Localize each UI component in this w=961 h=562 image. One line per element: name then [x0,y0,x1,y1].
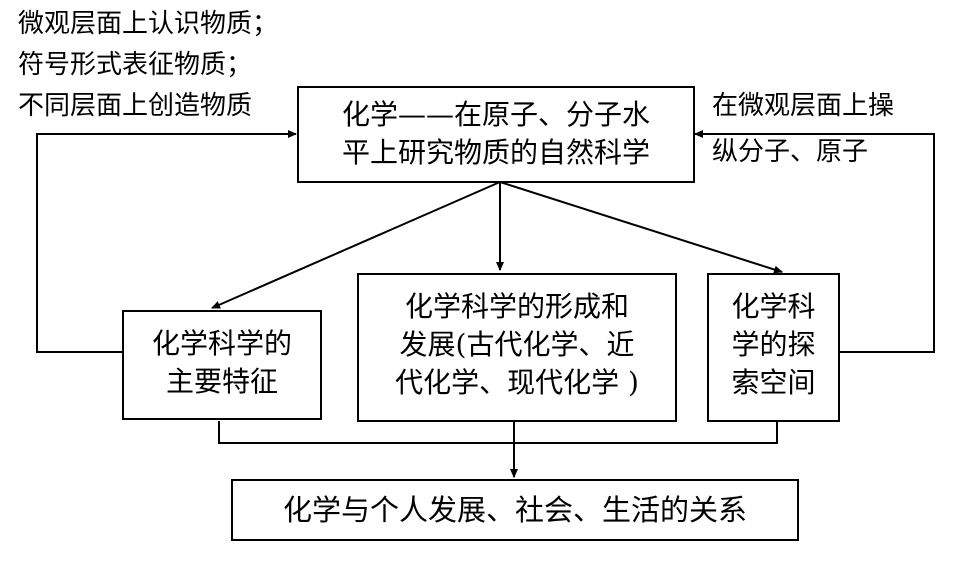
right-feedback-arrow [694,130,935,353]
middle-box-line-2: 发展(古代化学、近 [399,328,635,361]
top-box-line-1: 化学——在原子、分子水 [341,98,650,131]
left-feedback-arrow [36,130,297,353]
middle-box-line-3: 代化学、现代化学 ) [395,366,639,399]
right-box-line-3: 索空间 [731,366,816,399]
left-box-main-features: 化学科学的 主要特征 [122,310,322,420]
arrow-to-left-box [211,181,501,309]
left-note-line-3: 不同层面上创造物质 [18,91,253,121]
right-box-line-1: 化学科 [731,290,816,323]
right-box-line-2: 学的探 [731,328,816,361]
merge-line [218,421,778,444]
right-note-line-2: 纵分子、原子 [712,137,869,167]
middle-box-formation-development: 化学科学的形成和 发展(古代化学、近 代化学、现代化学 ) [357,273,677,422]
left-note-line-2: 符号形式表征物质； [18,50,253,80]
right-box-exploration-space: 化学科 学的探 索空间 [707,273,840,422]
bottom-box-relationships: 化学与个人发展、社会、生活的关系 [231,479,799,541]
bottom-box-text: 化学与个人发展、社会、生活的关系 [282,493,747,527]
top-box-chemistry-definition: 化学——在原子、分子水 平上研究物质的自然科学 [297,86,695,183]
arrow-to-right-box [499,181,783,274]
left-note-line-1: 微观层面上认识物质； [18,9,279,39]
right-note-line-1: 在微观层面上操 [712,91,895,121]
top-box-line-2: 平上研究物质的自然科学 [341,136,650,169]
left-box-line-1: 化学科学的 [151,327,292,360]
middle-box-line-1: 化学科学的形成和 [404,290,629,323]
left-box-line-2: 主要特征 [165,365,278,398]
